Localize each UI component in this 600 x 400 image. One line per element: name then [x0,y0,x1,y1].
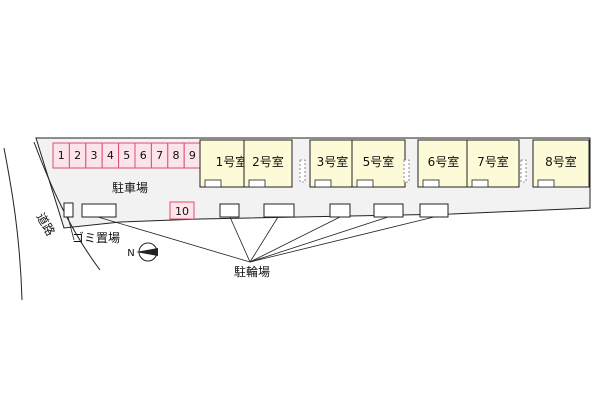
compass: N [127,242,158,262]
room: 8号室 [532,139,590,188]
parking-label: 駐車場 [112,180,148,195]
room: 2号室 [243,139,293,188]
road-label: 道路 [33,210,58,238]
room-label: 5号室 [363,154,395,169]
room: 7号室 [466,139,520,188]
bicycle-parking-boxes [81,203,449,218]
room-outline [417,139,470,188]
bicycle-box [329,203,351,218]
stair-marker [299,159,306,183]
garbage-leader [67,216,75,241]
room-entrance [356,179,374,188]
compass-north-letter: N [127,248,134,259]
room-entrance [248,179,266,188]
parking-space-number: 3 [91,149,98,162]
room: 6号室 [417,139,470,188]
garbage-label: ゴミ置場 [72,230,120,245]
room-label: 2号室 [252,154,284,169]
bicycle-leader-lines [97,216,435,263]
bicycle-box [373,203,404,218]
compass-needle [136,248,158,256]
room-entrance [314,179,332,188]
room-label: 7号室 [477,154,509,169]
bicycle-box [81,203,117,218]
bicycle-box [219,203,240,218]
room: 3号室 [309,139,356,188]
parking-space-number: 8 [173,149,180,162]
bicycle-parking-label: 駐輪場 [234,264,270,279]
room-entrance [422,179,440,188]
parking-space-10 [169,201,195,220]
parking-space-number: 6 [140,149,147,162]
room-entrance [537,179,555,188]
room-outline [532,139,590,188]
parking-space-number: 4 [107,149,114,162]
room-outline [243,139,293,188]
parking-space-number: 1 [58,149,65,162]
parking-space-number: 5 [123,149,130,162]
bicycle-box [419,203,449,218]
room-outline [309,139,356,188]
parking-space-10-label: 10 [175,205,189,218]
garbage-area [63,202,74,218]
room-entrance [471,179,489,188]
parking-space-number: 9 [189,149,196,162]
room-entrance [204,179,222,188]
stair-marker [520,159,527,183]
room-outline [466,139,520,188]
road-edge-right [33,141,101,271]
room-label: 3号室 [317,154,349,169]
room: 5号室 [351,139,406,188]
room-label: 6号室 [428,154,460,169]
room-label: 1号室 [216,154,248,169]
road-edge-left [3,147,23,301]
parking-space-number: 7 [156,149,163,162]
room-label: 8号室 [545,154,577,169]
bicycle-box [263,203,295,218]
parking-space-number: 2 [74,149,81,162]
stair-marker [403,159,410,183]
